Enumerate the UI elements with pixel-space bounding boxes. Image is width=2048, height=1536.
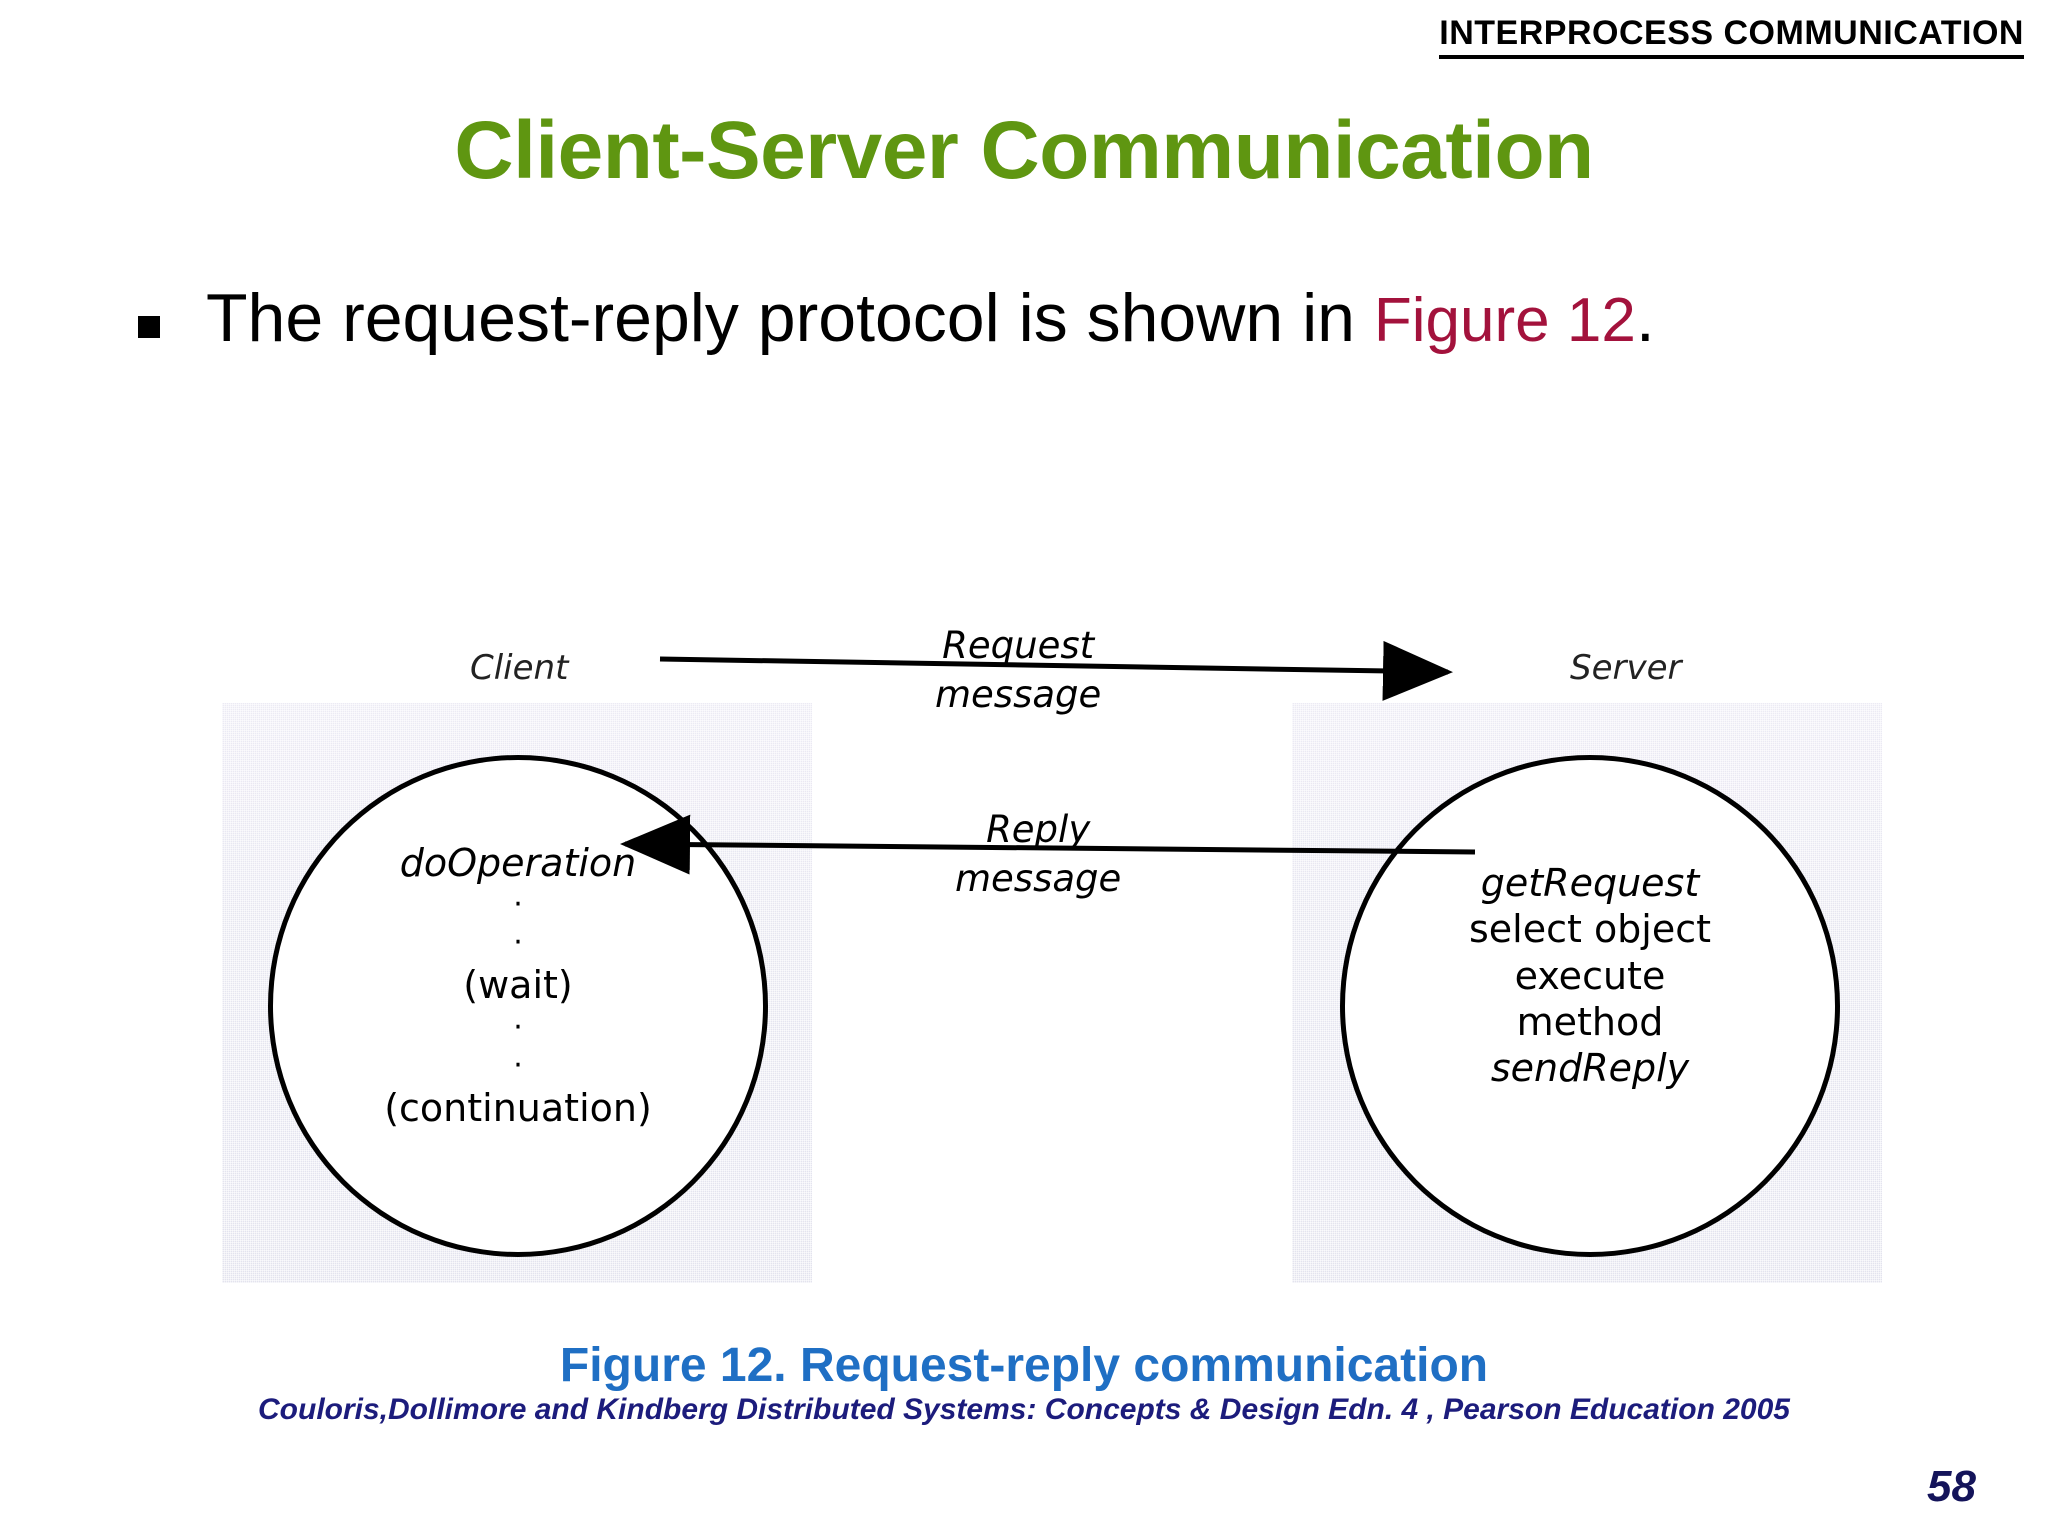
square-bullet-icon <box>138 316 160 338</box>
figure-request-reply: Client Server doOperation··(wait)··(cont… <box>0 620 2048 1320</box>
server-line-3: method <box>1516 1000 1664 1045</box>
client-line-4: · <box>513 1009 523 1045</box>
figure-caption: Figure 12. Request-reply communication <box>559 1339 1489 1392</box>
request-message-line1: Request <box>942 624 1095 667</box>
slide-header-title: INTERPROCESS COMMUNICATION <box>1439 14 2024 59</box>
server-line-0: getRequest <box>1480 861 1700 905</box>
figure-attribution: Couloris,Dollimore and Kindberg Distribu… <box>258 1393 1790 1426</box>
request-arrow-line <box>659 640 1453 701</box>
bullet-text-after: . <box>1635 280 1655 356</box>
client-line-3: (wait) <box>463 963 573 1008</box>
client-line-1: · <box>513 887 523 923</box>
page-title: Client-Server Communication <box>454 105 1594 196</box>
reply-message-label: Reply message <box>955 805 1121 903</box>
reply-message-line1: Reply <box>986 808 1091 851</box>
bullet-text-before: The request-reply protocol is shown in <box>206 280 1374 356</box>
server-role-label: Server <box>1570 648 1682 688</box>
client-line-5: · <box>513 1047 523 1083</box>
bullet-row: The request-reply protocol is shown in F… <box>138 280 1655 356</box>
server-line-1: select object <box>1468 907 1712 952</box>
message-arrows <box>620 640 1476 875</box>
page-number: 58 <box>1927 1462 1976 1511</box>
client-line-6: (continuation) <box>384 1085 652 1130</box>
server-line-4: sendReply <box>1490 1046 1690 1091</box>
reply-arrow-line <box>620 814 1476 875</box>
request-message-line2: message <box>935 673 1102 717</box>
figure-reference-link[interactable]: Figure 12 <box>1373 286 1636 355</box>
reply-message-line2: message <box>955 857 1122 901</box>
client-line-2: · <box>513 925 523 961</box>
bullet-text: The request-reply protocol is shown in F… <box>206 280 1655 356</box>
client-line-0: doOperation <box>399 841 637 885</box>
server-line-2: execute <box>1514 953 1666 998</box>
request-message-label: Request message <box>935 621 1101 719</box>
client-process-lines: doOperation··(wait)··(continuation) <box>273 840 763 1131</box>
client-role-label: Client <box>470 648 569 688</box>
